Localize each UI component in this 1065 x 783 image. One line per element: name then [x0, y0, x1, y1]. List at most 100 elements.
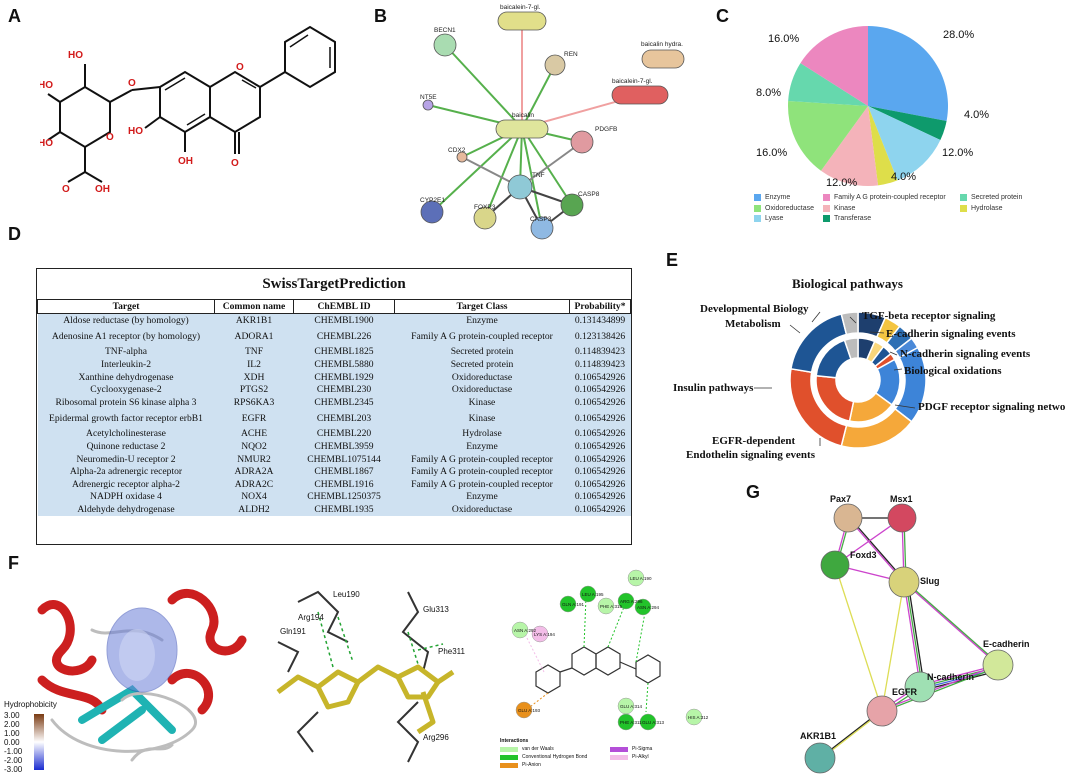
network-node-label: CASP8: [578, 191, 600, 198]
legend-swatch: [823, 205, 830, 212]
atom-label: O: [62, 184, 70, 195]
network-node-label: Foxd3: [850, 550, 877, 560]
table-cell: IL2: [214, 358, 294, 371]
table-cell: ADORA1: [214, 326, 294, 346]
interactions-title: Interactions: [500, 738, 529, 744]
residue-label: ASN A:294: [637, 605, 660, 610]
pie-value-label: 16.0%: [768, 33, 799, 45]
table-cell: TNF-alpha: [37, 345, 215, 359]
table-cell: Oxidoreductase: [394, 503, 570, 516]
pie-slice: [868, 106, 898, 186]
legend-label: Hydrolase: [971, 205, 1003, 212]
table-cell: CHEMBL226: [293, 326, 395, 346]
atom-label: OH: [178, 156, 193, 167]
legend-swatch: [754, 194, 761, 201]
legend-item-lyase: Lyase: [754, 215, 783, 222]
legend-label: Family A G protein-coupled receptor: [834, 194, 946, 201]
table-cell: Epidermal growth factor receptor erbB1: [37, 408, 215, 428]
table-cell: CHEMBL1250375: [293, 490, 395, 504]
atom-label: O: [236, 62, 244, 73]
scale-tick: 0.00: [4, 738, 20, 747]
panel-letter-e: E: [666, 250, 679, 270]
table-cell: 0.106542926: [569, 477, 631, 491]
pathway-label: N-cadherin signaling events: [900, 348, 1031, 360]
interaction-label: Conventional Hydrogen Bond: [522, 754, 588, 760]
string-network-g: Pax7 Msx1 Foxd3 Slug E-cadherin N-cadher…: [800, 494, 1030, 774]
table-cell: NMUR2: [214, 452, 294, 466]
network-node-label: CDX2: [448, 147, 466, 154]
pathway-label: TGF-beta receptor signaling: [862, 310, 996, 322]
table-cell: Kinase: [394, 408, 570, 428]
residue-label: ARG A:296: [620, 599, 643, 604]
network-node-label: baicalin hydra.: [641, 41, 683, 48]
table-cell: Aldose reductase (by homology): [37, 313, 215, 327]
network-node-label: AKR1B1: [800, 731, 836, 741]
network-node-label: PDGFB: [595, 126, 617, 133]
scale-tick: 1.00: [4, 729, 20, 738]
table-cell: 0.106542926: [569, 408, 631, 428]
legend-swatch: [754, 205, 761, 212]
legend-swatch: [960, 205, 967, 212]
legend-label: Enzyme: [765, 194, 791, 201]
pie-value-label: 12.0%: [826, 177, 857, 189]
legend-item-secreted: Secreted protein: [960, 194, 1022, 201]
legend-label: Transferase: [834, 215, 872, 222]
table-cell: PTGS2: [214, 383, 294, 396]
interaction-swatch: [610, 746, 628, 752]
table-cell: 0.131434899: [569, 313, 631, 327]
table-cell: CHEMBL1916: [293, 477, 395, 491]
atom-label: O: [231, 158, 239, 169]
table-cell: Secreted protein: [394, 358, 570, 371]
table-cell: Secreted protein: [394, 345, 570, 359]
table-cell: 0.106542926: [569, 465, 631, 478]
table-cell: CHEMBL1075144: [293, 452, 395, 466]
panel-letter-a: A: [8, 6, 21, 26]
network-node-label: FOXP3: [474, 204, 496, 211]
network-node-label: CASP3: [530, 216, 552, 223]
table-cell: Enzyme: [394, 313, 570, 327]
table-cell: Quinone reductase 2: [37, 440, 215, 453]
interaction-swatch: [500, 762, 518, 768]
table-cell: Cyclooxygenase-2: [37, 383, 215, 396]
scale-tick: 3.00: [4, 711, 20, 720]
table-cell: Alpha-2a adrenergic receptor: [37, 465, 215, 478]
target-class-pie-chart: 28.0%4.0%12.0%4.0%12.0%16.0%8.0%16.0%: [756, 26, 989, 189]
residue-label: PHE A:311: [620, 720, 642, 725]
network-node-label: NT5E: [420, 94, 437, 101]
pie-value-label: 8.0%: [756, 87, 781, 99]
pathways-title: Biological pathways: [792, 276, 903, 291]
table-cell: CHEMBL1825: [293, 345, 395, 359]
string-network-b: baicalein-7-gl. BECN1 REN baicalin hydra…: [420, 4, 685, 240]
pathway-label: Insulin pathways: [673, 382, 754, 394]
residue-label: LEU A:190: [630, 576, 652, 581]
table-cell: NOX4: [214, 490, 294, 504]
legend-item-kinase: Kinase: [823, 205, 855, 212]
residue-label: Leu190: [333, 590, 360, 599]
scale-tick: 2.00: [4, 720, 20, 729]
pie-slice: [868, 106, 941, 181]
legend-item-enzyme: Enzyme: [754, 194, 790, 201]
legend-swatch: [960, 194, 967, 201]
table-cell: ADRA2A: [214, 465, 294, 478]
table-cell: 0.123138426: [569, 326, 631, 346]
pathway-label: EGFR-dependent: [712, 435, 796, 447]
table-cell: Family A G protein-coupled receptor: [394, 465, 570, 478]
legend-label: Oxidoreductase: [765, 205, 815, 212]
donut-segment: [843, 337, 859, 361]
network-node-label: Pax7: [830, 494, 851, 504]
residue-label: GLU A:193: [518, 708, 541, 713]
network-node-label: N-cadherin: [927, 672, 974, 682]
table-cell: Kinase: [394, 395, 570, 409]
table-cell: Oxidoreductase: [394, 383, 570, 396]
pathway-label: PDGF receptor signaling network: [918, 401, 1065, 413]
pathway-label: Metabolism: [725, 318, 781, 330]
interaction-label: Pi-Sigma: [632, 746, 653, 752]
table-title: SwissTargetPrediction: [262, 276, 406, 292]
interaction-swatch: [500, 754, 518, 760]
pie-slice: [820, 106, 879, 186]
table-cell: Family A G protein-coupled receptor: [394, 326, 570, 346]
